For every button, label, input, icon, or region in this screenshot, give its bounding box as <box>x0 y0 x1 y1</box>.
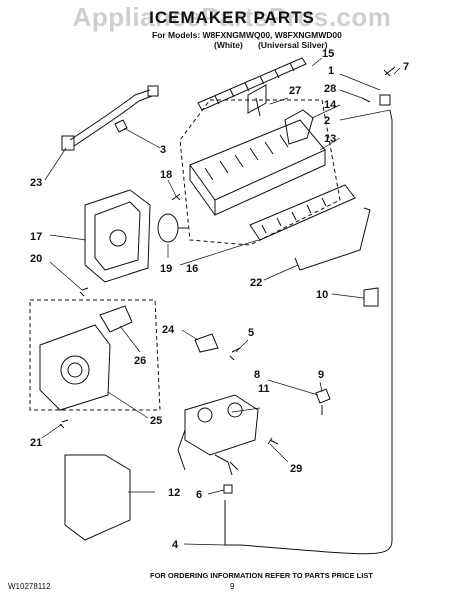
part-foam-insulation <box>64 454 131 541</box>
part-ice-mold <box>189 119 326 216</box>
callout-numbers: 15 1 7 27 28 14 2 13 3 23 18 17 20 19 16… <box>30 48 409 551</box>
callout-6: 6 <box>196 489 202 501</box>
callout-13: 13 <box>324 133 336 145</box>
part-screw-7 <box>383 66 396 77</box>
callout-17: 17 <box>30 231 42 243</box>
callout-10: 10 <box>316 289 328 301</box>
callout-4: 4 <box>172 539 179 551</box>
callout-21: 21 <box>30 437 42 449</box>
part-feeler-arm <box>294 207 371 271</box>
callout-8: 8 <box>254 369 260 381</box>
part-control-housing <box>84 189 151 283</box>
part-motor <box>157 213 188 243</box>
callout-11: 11 <box>258 383 270 395</box>
callout-3: 3 <box>160 144 166 156</box>
page-number: 9 <box>230 582 235 591</box>
part-control-board <box>99 305 133 333</box>
callout-5: 5 <box>248 327 254 339</box>
part-control-module <box>39 324 111 411</box>
models-line: For Models: W8FXNGMWQ00, W8FXNGMWD00 <box>152 30 342 40</box>
part-clip <box>114 119 128 133</box>
callout-7: 7 <box>403 61 409 73</box>
callout-23: 23 <box>30 177 42 189</box>
part-nut-6 <box>223 484 233 494</box>
part-screw-29 <box>267 437 279 445</box>
callout-9: 9 <box>318 369 324 381</box>
callout-12: 12 <box>168 487 180 499</box>
callout-1: 1 <box>328 65 334 77</box>
part-screw-21 <box>59 419 69 429</box>
part-cover-24 <box>194 333 219 353</box>
part-clamp-8 <box>315 388 331 415</box>
part-ejector-arm <box>197 57 307 111</box>
callout-16: 16 <box>186 263 198 275</box>
part-water-valve <box>177 394 259 476</box>
callout-20: 20 <box>30 253 42 265</box>
callout-19: 19 <box>160 263 172 275</box>
part-clip-10 <box>363 287 379 307</box>
ordering-note: FOR ORDERING INFORMATION REFER TO PARTS … <box>150 571 373 580</box>
watermark: AppliancePartsPros.com <box>72 2 392 32</box>
part-fill-tube <box>224 109 393 555</box>
part-screw-18 <box>171 193 181 201</box>
callout-2: 2 <box>324 115 330 127</box>
leader-lines <box>41 57 401 546</box>
part-wire-harness <box>61 85 159 151</box>
color-silver-label: (Universal Silver) <box>258 40 328 50</box>
callout-29: 29 <box>290 463 302 475</box>
mold-group-outline <box>179 99 341 246</box>
callout-27: 27 <box>289 85 301 97</box>
part-fill-cup-1 <box>379 94 391 106</box>
callout-24: 24 <box>162 324 175 336</box>
part-ice-stripper <box>249 184 356 241</box>
doc-number: W10278112 <box>8 582 51 591</box>
color-white-label: (White) <box>214 40 243 50</box>
callout-15: 15 <box>322 48 334 60</box>
callout-18: 18 <box>160 169 172 181</box>
part-bearing-bracket <box>284 109 314 145</box>
part-shutoff-arm <box>247 84 267 117</box>
page-title: ICEMAKER PARTS <box>149 8 315 27</box>
part-screw-20 <box>79 287 89 297</box>
callout-14: 14 <box>324 99 337 111</box>
callout-25: 25 <box>150 415 162 427</box>
callout-22: 22 <box>250 277 262 289</box>
part-screw-28 <box>361 97 371 103</box>
part-screw-5 <box>229 347 241 361</box>
callout-26: 26 <box>134 355 146 367</box>
callout-28: 28 <box>324 83 336 95</box>
module-group-outline <box>29 299 161 411</box>
